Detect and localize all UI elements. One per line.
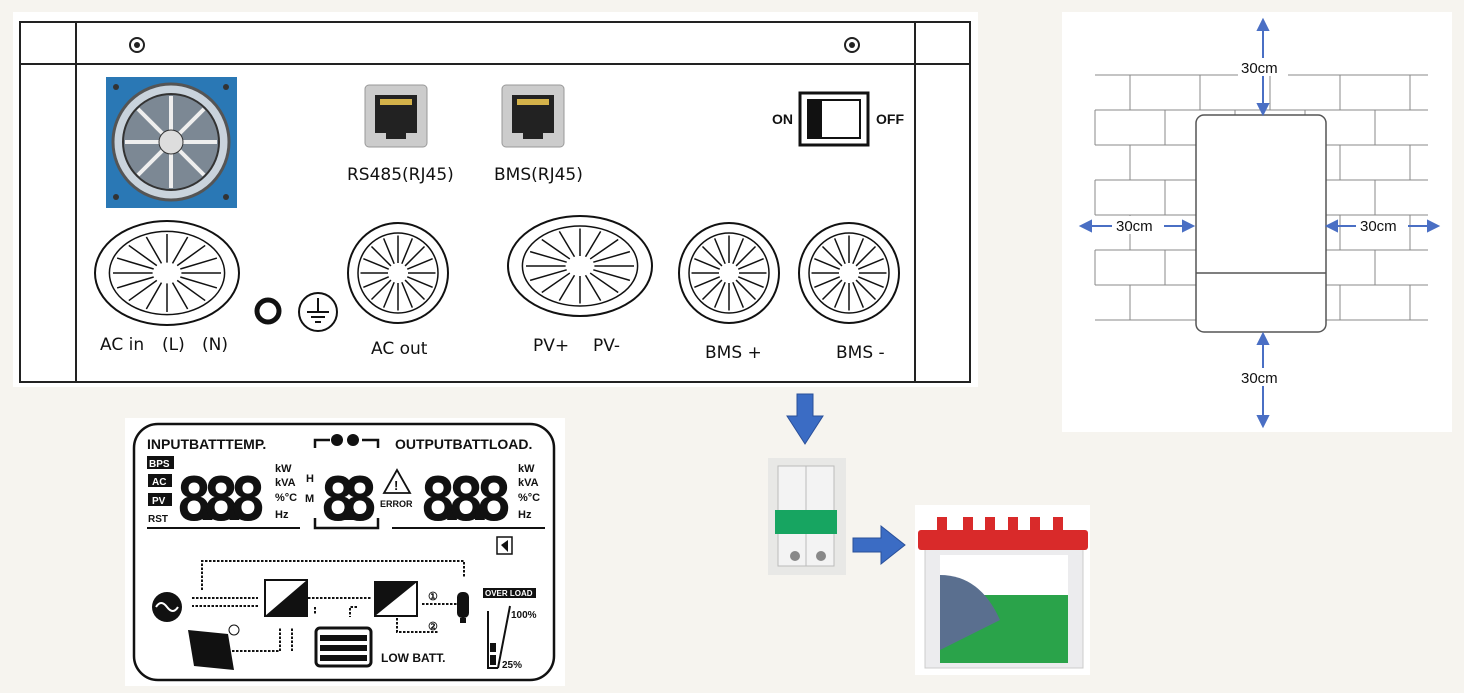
bms-port-icon xyxy=(501,84,565,148)
cable-glands xyxy=(94,215,900,326)
screw-icon xyxy=(129,37,145,53)
switch-off-label: OFF xyxy=(876,111,904,127)
ac-dc-converter-icon xyxy=(264,579,308,617)
ground-symbol-icon xyxy=(298,292,338,332)
unit-hz: Hz xyxy=(275,509,289,521)
load-bulb-icon xyxy=(457,592,469,623)
ac-in-n-label: (N) xyxy=(202,335,228,355)
unit-kva: kVA xyxy=(518,477,539,489)
right-arrow-icon xyxy=(852,524,906,566)
over-load-badge: OVER LOAD xyxy=(483,588,536,598)
lcd-badge-ac: AC xyxy=(148,474,172,488)
svg-text:AC: AC xyxy=(152,477,166,488)
ac-grid-icon xyxy=(152,592,182,622)
unit-pct-c: %°C xyxy=(275,492,297,504)
ground-ring-icon xyxy=(254,297,282,325)
dc-ac-inverter-icon xyxy=(374,581,418,617)
ac-out-gland xyxy=(347,222,449,324)
lcd-digits-mid: 8.8 xyxy=(320,465,378,535)
pv-minus-label: PV- xyxy=(593,336,620,356)
clearance-right-label: 30cm xyxy=(1360,218,1397,235)
wrench-icon xyxy=(347,434,359,446)
inverter-bottom-panel: RS485(RJ45) BMS(RJ45) ON OFF AC in (L) (… xyxy=(13,12,978,387)
lcd-digits-right: 8.8.8 xyxy=(420,465,512,535)
mute-icon xyxy=(496,536,513,555)
installation-clearance-diagram: 30cm 30cm 30cm 30cm xyxy=(1062,12,1452,432)
lcd-output-header: OUTPUTBATTLOAD. xyxy=(395,436,532,452)
unit-hz: Hz xyxy=(518,509,532,521)
lcd-rst-label: RST xyxy=(148,514,168,525)
lcd-display-legend: INPUTBATTTEMP. OUTPUTBATTLOAD. BPS AC PV… xyxy=(125,418,565,686)
lcd-low-batt: LOW BATT. xyxy=(381,651,445,665)
svg-text:BPS: BPS xyxy=(149,459,170,470)
path-1: ① xyxy=(428,591,438,603)
clearance-bottom-label: 30cm xyxy=(1241,370,1278,387)
unit-pct-c: %°C xyxy=(518,492,540,504)
ac-out-label: AC out xyxy=(371,339,428,359)
circuit-breaker-image xyxy=(768,458,846,575)
switch-on-label: ON xyxy=(772,111,793,127)
power-switch[interactable] xyxy=(798,91,870,147)
ac-in-l-label: (L) xyxy=(162,335,185,355)
bms-plus-gland xyxy=(678,222,780,324)
lcd-digits-left: 8.8.8 xyxy=(176,465,266,535)
path-2: ② xyxy=(428,621,438,633)
bms-plus-label: BMS + xyxy=(705,343,762,363)
fan-icon xyxy=(106,77,237,208)
unit-kw: kW xyxy=(275,463,292,475)
ac-in-gland xyxy=(94,220,240,326)
lcd-error-label: ERROR xyxy=(380,499,413,509)
clearance-left-label: 30cm xyxy=(1116,218,1153,235)
rs485-port-icon xyxy=(364,84,428,148)
solar-panel-icon xyxy=(188,630,234,670)
ac-in-label: AC in xyxy=(100,335,144,355)
pv-gland xyxy=(507,215,653,317)
battery-icon xyxy=(314,626,373,668)
bms-minus-gland xyxy=(798,222,900,324)
svg-text:!: ! xyxy=(394,478,398,493)
clock-icon xyxy=(331,434,343,446)
svg-text:OVER LOAD: OVER LOAD xyxy=(485,589,533,598)
bms-port-label: BMS(RJ45) xyxy=(494,165,583,185)
svg-text:PV: PV xyxy=(152,496,166,507)
unit-kw: kW xyxy=(518,463,535,475)
screw-icon xyxy=(844,37,860,53)
lcd-h-label: H xyxy=(306,473,314,485)
warning-icon: ! xyxy=(382,468,412,494)
lcd-m-label: M xyxy=(305,493,314,505)
unit-kva: kVA xyxy=(275,477,296,489)
lcd-badge-pv: PV xyxy=(148,493,172,507)
rs485-label: RS485(RJ45) xyxy=(347,165,454,185)
bms-minus-label: BMS - xyxy=(836,343,885,363)
load-100: 100% xyxy=(511,610,537,621)
down-arrow-icon xyxy=(786,393,824,445)
load-25: 25% xyxy=(502,660,522,671)
pv-plus-label: PV+ xyxy=(533,336,569,356)
tubular-battery-image xyxy=(915,505,1090,675)
clearance-top-label: 30cm xyxy=(1241,60,1278,77)
load-level-bar xyxy=(487,605,511,669)
lcd-input-header: INPUTBATTTEMP. xyxy=(147,436,266,452)
sun-icon xyxy=(228,624,240,636)
lcd-badge-bps: BPS xyxy=(147,456,174,470)
